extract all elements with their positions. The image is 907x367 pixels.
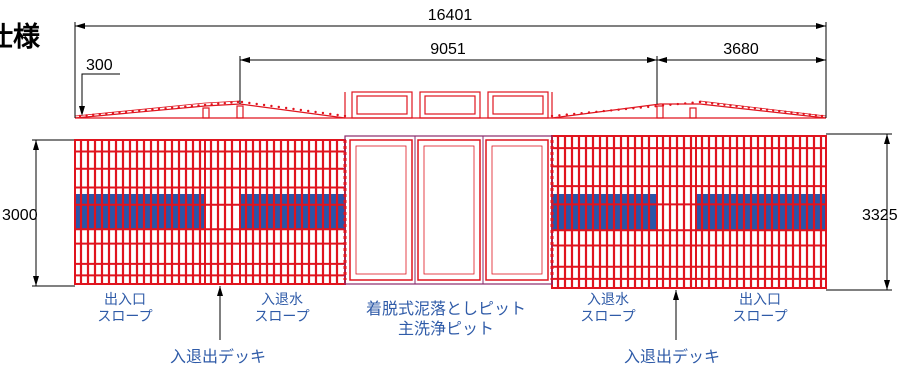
center-pits (343, 135, 554, 285)
label-right-slope-2: スロープ (732, 309, 787, 325)
label-left-slope-1: 出入口 (104, 292, 146, 308)
dim-left-width: 3000 (2, 207, 38, 224)
grating-right-water (551, 135, 658, 289)
plan-view (74, 135, 827, 289)
dim-right-width: 3325 (862, 207, 898, 224)
label-right-water-1: 入退水 (587, 292, 629, 308)
label-center-1: 着脱式泥落としピット (366, 299, 526, 318)
label-left-slope-2: スロープ (97, 309, 152, 325)
label-left-water-1: 入退水 (261, 292, 303, 308)
label-right-slope-1: 出入口 (739, 292, 781, 308)
dim-ramp-height: 300 (86, 57, 113, 74)
water-band-right-slope (696, 194, 826, 230)
grating-left-slope (74, 139, 206, 285)
title-fragment: 仕様 (0, 22, 41, 53)
grating-right-deck-1 (656, 135, 697, 289)
label-right-water-2: スロープ (580, 309, 635, 325)
side-elevation (74, 91, 827, 119)
ramp-rivets (78, 100, 824, 118)
grating-left-deck-1 (204, 139, 241, 285)
dim-right-length: 3680 (723, 41, 759, 58)
label-left-water-2: スロープ (254, 309, 309, 325)
grating-left-water (239, 139, 346, 285)
water-band-right-deck (552, 194, 657, 230)
water-band-left-deck (240, 194, 345, 230)
label-right-deck: 入退出デッキ (624, 347, 720, 366)
dim-overall-length: 16401 (428, 7, 473, 24)
label-center-2: 主洗浄ピット (398, 319, 494, 338)
label-left-deck: 入退出デッキ (170, 347, 266, 366)
section-labels: 出入口 スロープ 入退水 スロープ 着脱式泥落としピット 主洗浄ピット 入退水 … (97, 292, 787, 366)
dim-center-length: 9051 (430, 41, 466, 58)
grating-sections (74, 135, 827, 289)
water-band-left-slope (75, 194, 205, 230)
dimension-arrows (33, 23, 890, 300)
